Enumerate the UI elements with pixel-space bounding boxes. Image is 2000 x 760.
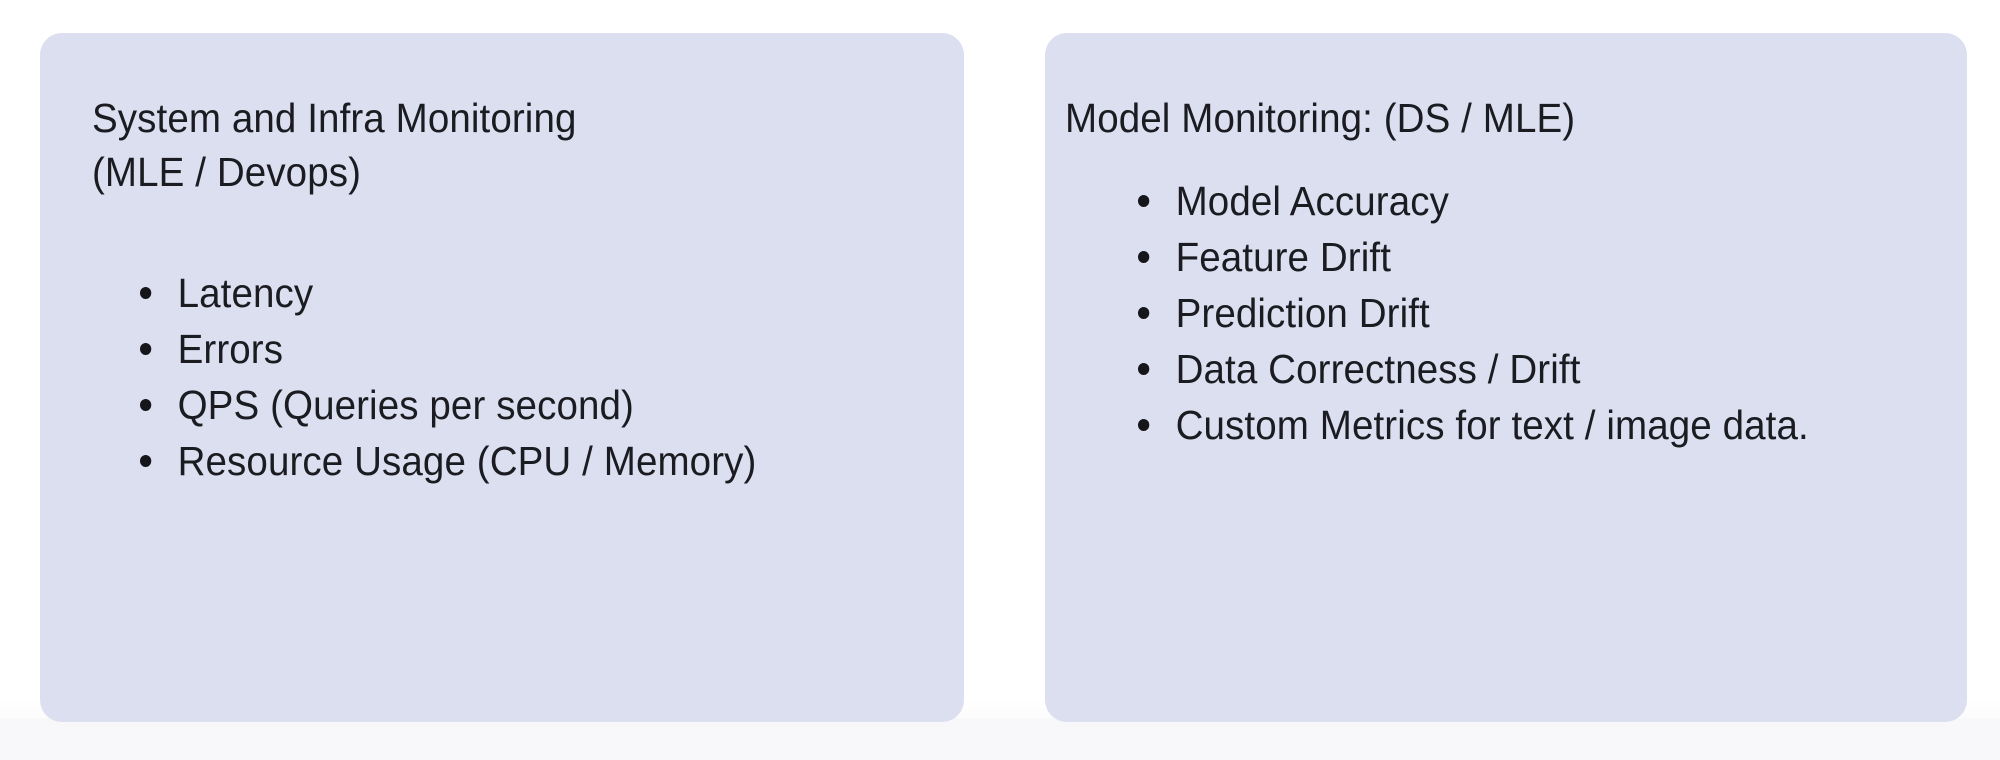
list-item: Feature Drift: [1138, 229, 1881, 285]
list-item-label: Latency: [177, 270, 314, 316]
list-item-label: Resource Usage (CPU / Memory): [177, 438, 757, 484]
list-item-label: Feature Drift: [1175, 234, 1392, 280]
bullet-point-icon: [1138, 251, 1150, 263]
bullet-point-icon: [140, 287, 152, 299]
bullet-list-system-infra: Latency Errors QPS (Queries per second) …: [140, 265, 940, 489]
list-item: Errors: [140, 321, 892, 377]
bullet-point-icon: [140, 343, 152, 355]
list-item: Prediction Drift: [1138, 285, 1881, 341]
bullet-point-icon: [140, 399, 152, 411]
bullet-point-icon: [1138, 419, 1150, 431]
list-item-label: Prediction Drift: [1175, 290, 1430, 336]
list-item: Model Accuracy: [1138, 173, 1881, 229]
list-item: Latency: [140, 265, 892, 321]
page-background-strip: [0, 718, 2000, 760]
list-item: Resource Usage (CPU / Memory): [140, 433, 892, 489]
list-item-label: Errors: [177, 326, 284, 372]
card-content: Model Monitoring: (DS / MLE) Model Accur…: [1045, 33, 1967, 722]
card-model-monitoring[interactable]: Model Monitoring: (DS / MLE) Model Accur…: [1045, 33, 1967, 722]
bullet-point-icon: [1138, 307, 1150, 319]
bullet-point-icon: [1138, 363, 1150, 375]
bullet-point-icon: [1138, 195, 1150, 207]
list-item-label: Custom Metrics for text / image data.: [1175, 402, 1809, 448]
list-item: QPS (Queries per second): [140, 377, 892, 433]
list-item-label: Data Correctness / Drift: [1175, 346, 1581, 392]
list-item-label: Model Accuracy: [1175, 178, 1449, 224]
card-system-infra-monitoring[interactable]: System and Infra Monitoring (MLE / Devop…: [40, 33, 964, 722]
bullet-point-icon: [140, 455, 152, 467]
list-item: Custom Metrics for text / image data.: [1138, 397, 1881, 453]
list-item: Data Correctness / Drift: [1138, 341, 1881, 397]
card-title-model-monitoring: Model Monitoring: (DS / MLE): [1065, 95, 1576, 141]
card-content: System and Infra Monitoring (MLE / Devop…: [40, 33, 964, 722]
card-title-system-infra-monitoring: System and Infra Monitoring (MLE / Devop…: [92, 95, 577, 195]
list-item-label: QPS (Queries per second): [177, 382, 634, 428]
bullet-list-model-monitoring: Model Accuracy Feature Drift Prediction …: [1138, 173, 1928, 453]
